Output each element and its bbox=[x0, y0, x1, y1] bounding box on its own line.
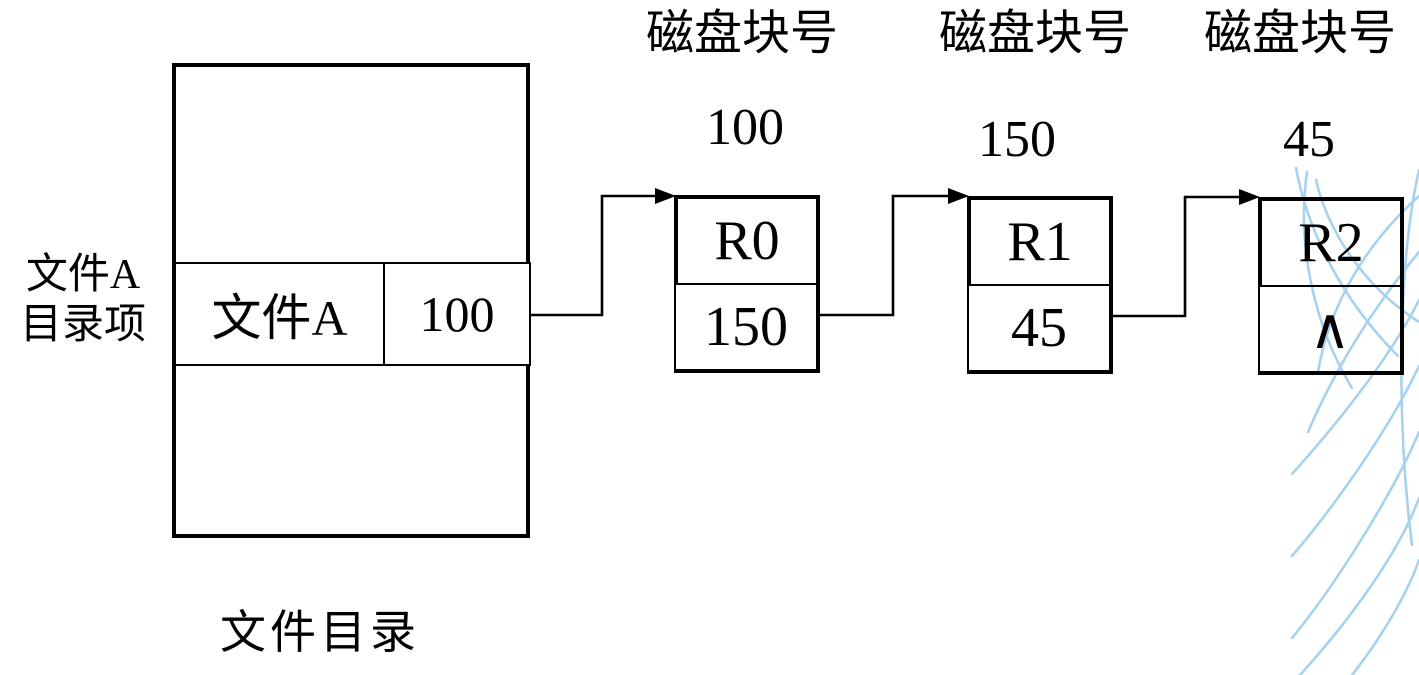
decorative-curve bbox=[1298, 496, 1419, 675]
disk-block-45: R2 ∧ bbox=[1258, 197, 1404, 375]
block-number-label-100: 100 bbox=[706, 99, 784, 156]
record-cell-r0: R0 bbox=[674, 195, 820, 285]
decorative-curve bbox=[1290, 298, 1419, 476]
decorative-curve bbox=[1400, 168, 1419, 547]
block-number-label-150: 150 bbox=[978, 111, 1056, 168]
disk-block-header-3: 磁盘块号 bbox=[1203, 7, 1396, 60]
directory-entry-side-label: 文件A 目录项 bbox=[4, 250, 162, 350]
disk-block-header-2: 磁盘块号 bbox=[938, 7, 1131, 60]
pointer-cell-150: 150 bbox=[674, 285, 820, 373]
decorative-curve bbox=[1294, 166, 1400, 358]
decorative-curve bbox=[1350, 558, 1419, 675]
side-label-line1: 文件A bbox=[25, 252, 141, 298]
decorative-curve bbox=[1290, 364, 1419, 558]
disk-block-100: R0 150 bbox=[674, 195, 820, 373]
pointer-cell-end: ∧ bbox=[1258, 287, 1404, 375]
file-directory-caption: 文件目录 bbox=[220, 607, 420, 658]
side-label-line2: 目录项 bbox=[19, 302, 146, 348]
block-number-label-45: 45 bbox=[1283, 111, 1335, 168]
pointer-cell-45: 45 bbox=[967, 286, 1113, 374]
directory-entry-row: 文件A 100 bbox=[176, 262, 531, 366]
entry-first-block-cell: 100 bbox=[419, 286, 495, 342]
record-cell-r2: R2 bbox=[1258, 197, 1404, 287]
entry-file-name-cell: 文件A bbox=[176, 264, 385, 364]
disk-block-header-1: 磁盘块号 bbox=[645, 7, 838, 60]
decorative-curve bbox=[1290, 430, 1419, 640]
record-cell-r1: R1 bbox=[967, 196, 1113, 286]
disk-block-150: R1 45 bbox=[967, 196, 1113, 374]
